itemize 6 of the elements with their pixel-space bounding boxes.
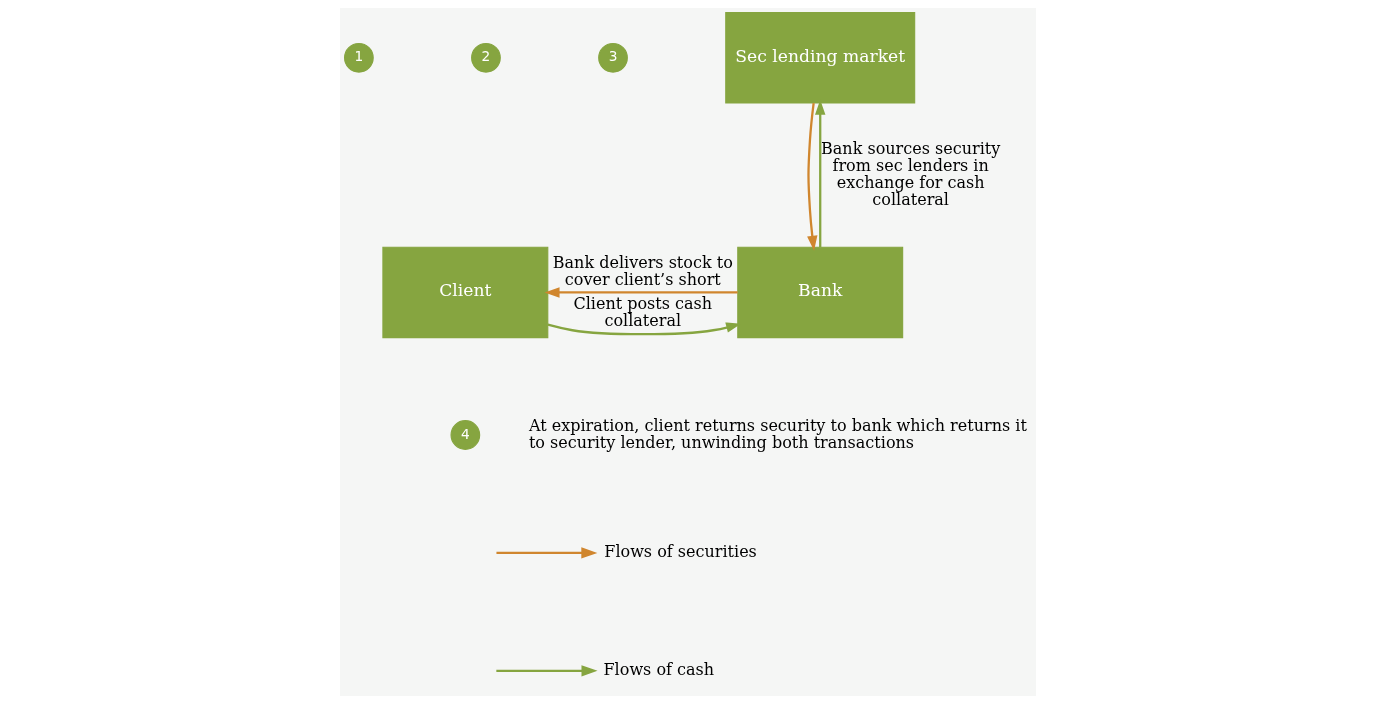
edge-label: Client posts cash collateral	[572, 293, 712, 330]
legend-label: Flows of securities	[603, 542, 757, 562]
edge-label: Bank delivers stock to cover client’s short	[552, 252, 733, 289]
node-label: At expiration, client returns security to bank which returns it to security lender, unwinding both transactions	[528, 415, 1027, 452]
edge-label: Bank sources security from sec lenders in exchange for cash collateral	[820, 138, 1000, 210]
legend-label: Flows of cash	[603, 660, 714, 680]
